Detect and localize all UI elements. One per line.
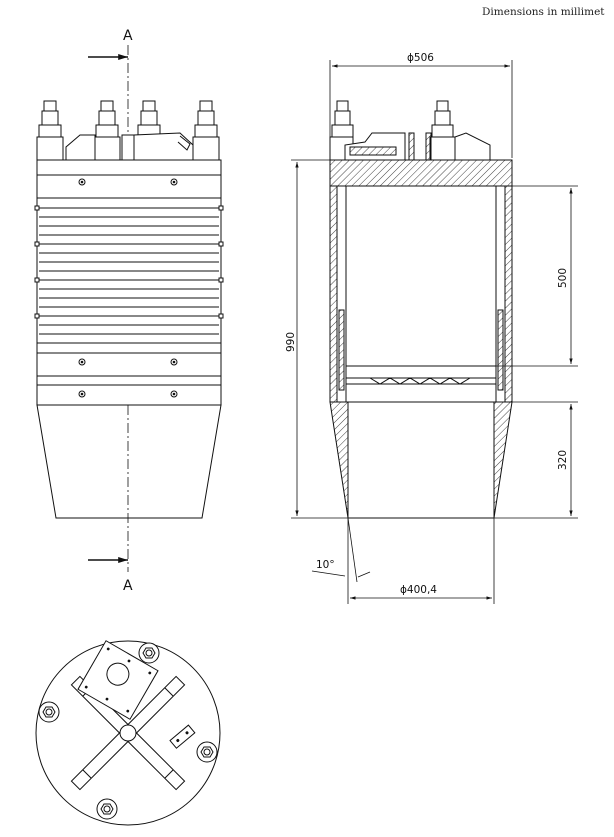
nut-fittings: [38, 642, 218, 820]
top-flange: [36, 159, 222, 176]
top-view: [35, 640, 221, 826]
cylinder-body: [36, 174, 222, 406]
valve-fitting: [137, 100, 161, 138]
dimensions-note: Dimensions in millimet: [482, 6, 605, 18]
section-label-bottom: A: [123, 578, 133, 594]
section-cone-left: [329, 401, 349, 519]
center-hub: [119, 724, 137, 742]
dim-diameter-top: ϕ506: [407, 52, 434, 64]
mount-plate: [77, 640, 159, 720]
section-top-flange: [329, 159, 513, 187]
dim-angle: 10°: [316, 559, 335, 571]
dim-height-total: 990: [285, 332, 297, 352]
dim-height-cone: 320: [557, 450, 569, 470]
front-elevation: A A: [34, 28, 224, 594]
ring-notches: [34, 205, 224, 319]
valve-fitting: [93, 100, 121, 161]
dimensions: ϕ506 990 500 320 10° ϕ400,4: [285, 52, 578, 604]
bolt-holes: [78, 178, 178, 398]
inner-chamber: [345, 185, 497, 367]
housing-block: [65, 134, 96, 161]
section-cone-right: [493, 401, 513, 519]
dim-diameter-bottom: ϕ400,4: [400, 584, 437, 596]
dim-height-chamber: 500: [557, 268, 569, 288]
section-label-top: A: [123, 28, 133, 44]
section-view: [329, 100, 513, 519]
cone-section: [36, 404, 222, 519]
valve-fittings: [36, 100, 220, 161]
section-fittings: [329, 100, 491, 161]
port-slot: [169, 724, 196, 749]
valve-fitting: [36, 100, 64, 161]
housing-block: [133, 132, 194, 161]
valve-fitting: [192, 100, 220, 161]
cooling-rings: [37, 197, 221, 386]
